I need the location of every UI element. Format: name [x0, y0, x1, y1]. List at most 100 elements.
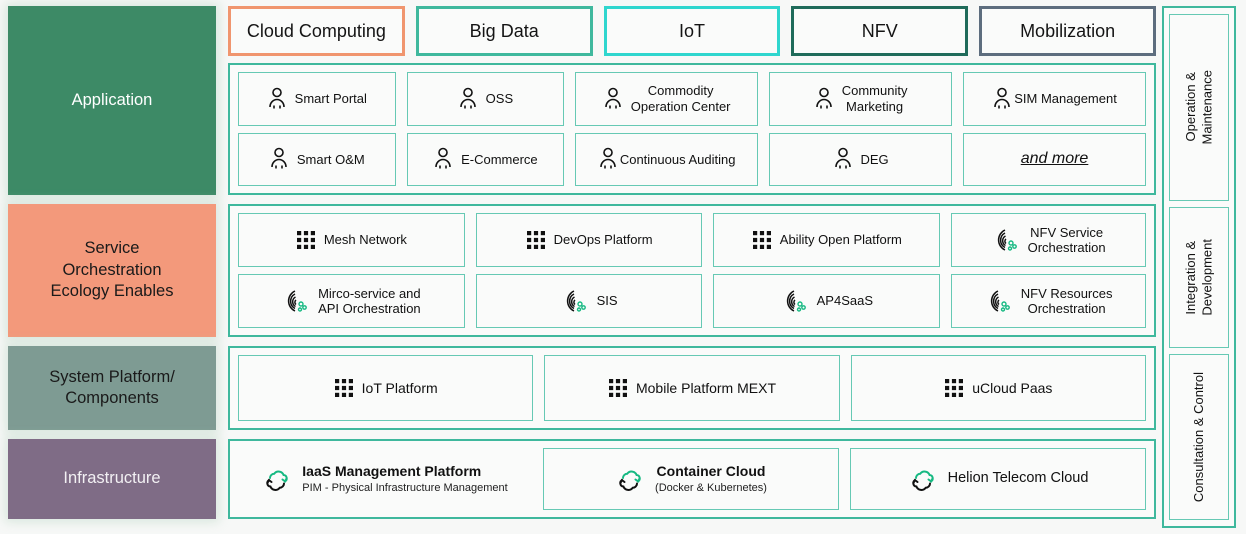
app-item-label: Commodity Operation Center	[630, 83, 731, 114]
application-row-1: Smart Portal OSS Commodity Operation Cen…	[238, 72, 1146, 126]
grid-dots-icon	[334, 378, 354, 398]
infra-item-container-cloud[interactable]: Container Cloud (Docker & Kubernetes)	[543, 448, 839, 510]
sidebar-item-label: Consultation & Control	[1190, 371, 1206, 502]
grid-dots-icon	[752, 230, 772, 250]
app-item-smart-portal[interactable]: Smart Portal	[238, 72, 396, 126]
cloud-cycle-icon	[262, 466, 292, 492]
app-item-label: Community Marketing	[841, 83, 908, 114]
infra-item-text: Helion Telecom Cloud	[948, 470, 1089, 487]
app-item-smart-om[interactable]: Smart O&M	[238, 132, 396, 186]
app-item-sim-management[interactable]: SIM Management	[963, 72, 1146, 126]
person-icon	[598, 147, 618, 171]
layer-system-platform-body: IoT Platform Mobile Platform MEXT uCloud…	[228, 346, 1156, 430]
app-item-deg[interactable]: DEG	[769, 132, 953, 186]
category-big-data[interactable]: Big Data	[415, 6, 593, 56]
layer-application-body: Cloud Computing Big Data IoT NFV Mobiliz…	[228, 6, 1156, 195]
infra-item-title: Container Cloud	[656, 462, 766, 479]
sidebar-item-consultation-control[interactable]: Consultation & Control	[1169, 353, 1229, 520]
sidebar-item-integration-development[interactable]: Integration & Development	[1169, 207, 1229, 348]
app-item-oss[interactable]: OSS	[406, 72, 565, 126]
app-item-label: DEG	[860, 151, 889, 167]
sys-item-label: Mobile Platform MEXT	[635, 379, 777, 396]
system-platform-panel: IoT Platform Mobile Platform MEXT uCloud…	[228, 346, 1156, 430]
sys-item-mobile-platform-mext[interactable]: Mobile Platform MEXT	[544, 355, 840, 421]
svc-item-label: NFV Resources Orchestration	[1020, 285, 1113, 316]
layer-label-service-orchestration: Service Orchestration Ecology Enables	[8, 204, 216, 337]
infra-item-helion-telecom-cloud[interactable]: Helion Telecom Cloud	[850, 448, 1146, 510]
category-iot[interactable]: IoT	[603, 6, 781, 56]
layer-system-platform: System Platform/ Components IoT Platform…	[8, 346, 1156, 430]
sys-item-label: uCloud Paas	[972, 379, 1053, 396]
infra-item-text: IaaS Management Platform PIM - Physical …	[302, 463, 507, 496]
layer-service-orchestration: Service Orchestration Ecology Enables Me…	[8, 204, 1156, 337]
svc-item-sis[interactable]: SIS	[475, 274, 703, 328]
category-nfv[interactable]: NFV	[791, 6, 969, 56]
app-item-community-marketing[interactable]: Community Marketing	[769, 72, 953, 126]
layer-label-application-text: Application	[71, 90, 153, 109]
layer-service-orchestration-body: Mesh Network DevOps Platform Ability Ope…	[228, 204, 1156, 337]
application-panel: Smart Portal OSS Commodity Operation Cen…	[228, 63, 1156, 195]
cloud-cycle-icon	[615, 466, 645, 492]
layers-column: Application Cloud Computing Big Data IoT…	[8, 6, 1156, 528]
sidebar-item-operation-maintenance[interactable]: Operation & Maintenance	[1169, 14, 1229, 202]
svc-item-devops-platform[interactable]: DevOps Platform	[475, 213, 703, 267]
system-row-1: IoT Platform Mobile Platform MEXT uCloud…	[238, 355, 1146, 421]
category-cloud-computing-label: Cloud Computing	[246, 20, 386, 41]
person-icon	[458, 87, 478, 111]
app-item-continuous-auditing[interactable]: Continuous Auditing	[575, 132, 759, 186]
orchestration-icon	[781, 289, 809, 313]
svc-item-label: DevOps Platform	[553, 232, 653, 248]
svc-item-ap4saas[interactable]: AP4SaaS	[713, 274, 941, 328]
service-orchestration-panel: Mesh Network DevOps Platform Ability Ope…	[228, 204, 1156, 337]
app-item-label: Smart Portal	[294, 91, 367, 107]
app-item-commodity-operation-center[interactable]: Commodity Operation Center	[575, 72, 759, 126]
svc-item-ability-open-platform[interactable]: Ability Open Platform	[713, 213, 941, 267]
sidebar-vertical-pillars: Operation & Maintenance Integration & De…	[1162, 6, 1236, 528]
layer-application: Application Cloud Computing Big Data IoT…	[8, 6, 1156, 195]
orchestration-icon	[561, 289, 589, 313]
app-item-label: SIM Management	[1014, 91, 1117, 107]
svc-item-mesh-network[interactable]: Mesh Network	[238, 213, 465, 267]
app-item-and-more[interactable]: and more	[963, 132, 1146, 186]
layer-label-infrastructure-text: Infrastructure	[63, 469, 161, 488]
person-icon	[814, 87, 834, 111]
svc-item-label: Mesh Network	[323, 232, 407, 248]
person-icon	[267, 87, 287, 111]
person-icon	[603, 87, 623, 111]
grid-dots-icon	[296, 230, 316, 250]
cloud-cycle-icon	[908, 466, 938, 492]
infra-item-text: Container Cloud (Docker & Kubernetes)	[655, 463, 767, 496]
app-item-label: Continuous Auditing	[619, 151, 736, 167]
infra-item-iaas-management-platform[interactable]: IaaS Management Platform PIM - Physical …	[238, 448, 532, 510]
person-icon	[833, 147, 853, 171]
sys-item-ucloud-paas[interactable]: uCloud Paas	[850, 355, 1146, 421]
category-tabs: Cloud Computing Big Data IoT NFV Mobiliz…	[228, 6, 1156, 56]
sidebar-item-label: Integration & Development	[1182, 239, 1214, 316]
layer-infrastructure-body: IaaS Management Platform PIM - Physical …	[228, 439, 1156, 519]
infrastructure-panel: IaaS Management Platform PIM - Physical …	[228, 439, 1156, 519]
svc-item-label: NFV Service Orchestration	[1027, 224, 1106, 255]
layer-label-system-platform: System Platform/ Components	[8, 346, 216, 430]
application-row-2: Smart O&M E-Commerce Continuous Auditing	[238, 132, 1146, 186]
infra-item-subtitle: PIM - Physical Infrastructure Management	[302, 482, 508, 495]
app-item-e-commerce[interactable]: E-Commerce	[406, 132, 565, 186]
sys-item-label: IoT Platform	[361, 379, 438, 396]
person-icon	[269, 147, 289, 171]
category-iot-label: IoT	[678, 20, 705, 41]
service-row-2: Mirco-service and API Orchestration SIS …	[238, 274, 1147, 328]
grid-dots-icon	[526, 230, 546, 250]
sys-item-iot-platform[interactable]: IoT Platform	[238, 355, 534, 421]
category-mobilization[interactable]: Mobilization	[979, 6, 1156, 56]
orchestration-icon	[992, 228, 1020, 252]
app-item-label: E-Commerce	[461, 151, 538, 167]
category-cloud-computing[interactable]: Cloud Computing	[228, 6, 405, 56]
svc-item-nfv-resources-orchestration[interactable]: NFV Resources Orchestration	[951, 274, 1147, 328]
svc-item-micro-service-api-orchestration[interactable]: Mirco-service and API Orchestration	[238, 274, 465, 328]
orchestration-icon	[985, 289, 1013, 313]
layer-label-infrastructure: Infrastructure	[8, 439, 216, 519]
svc-item-nfv-service-orchestration[interactable]: NFV Service Orchestration	[951, 213, 1147, 267]
person-icon	[992, 87, 1012, 111]
layer-label-service-orchestration-text: Service Orchestration Ecology Enables	[50, 239, 174, 301]
infrastructure-row-1: IaaS Management Platform PIM - Physical …	[238, 448, 1146, 510]
